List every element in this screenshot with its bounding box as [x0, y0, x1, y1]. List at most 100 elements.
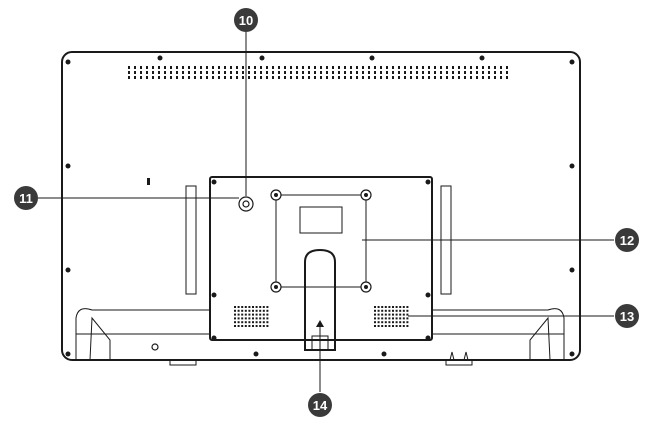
- vent-slot: [362, 71, 364, 74]
- vent-slot: [374, 76, 376, 79]
- vent-slot: [380, 66, 382, 69]
- casing-screw: [369, 55, 375, 61]
- speaker-hole: [395, 317, 398, 320]
- vent-slot: [200, 66, 202, 69]
- speaker-hole: [266, 325, 269, 327]
- vent-slot: [494, 71, 496, 74]
- bottom-base-inner: [89, 316, 551, 361]
- callout-13: 13: [615, 304, 639, 328]
- vent-slot: [350, 71, 352, 74]
- speaker-hole: [237, 325, 240, 327]
- vent-slot: [260, 71, 262, 74]
- vent-slot: [176, 71, 178, 74]
- vent-slot: [272, 71, 274, 74]
- vent-slot: [164, 71, 166, 74]
- vent-slot: [266, 66, 268, 69]
- vent-slot: [422, 71, 424, 74]
- speaker-hole: [248, 306, 251, 308]
- small-slot: [147, 178, 150, 185]
- speaker-hole: [374, 317, 376, 320]
- vent-slot: [146, 76, 148, 79]
- vent-slot: [290, 76, 292, 79]
- vent-slot: [320, 66, 322, 69]
- vent-slot: [290, 71, 292, 74]
- vent-slot: [296, 71, 298, 74]
- vent-slot: [308, 76, 310, 79]
- vent-slot: [506, 71, 508, 74]
- vent-slot: [434, 76, 436, 79]
- speaker-hole: [384, 325, 387, 327]
- vent-slot: [458, 66, 460, 69]
- vent-slot: [242, 66, 244, 69]
- speaker-hole: [406, 309, 409, 312]
- speaker-hole: [402, 325, 405, 327]
- speaker-hole: [406, 325, 409, 327]
- vent-slot: [482, 66, 484, 69]
- vent-slot: [176, 76, 178, 79]
- speaker-hole: [374, 325, 376, 327]
- vent-slot: [506, 76, 508, 79]
- speaker-hole: [255, 325, 258, 327]
- speaker-hole: [266, 313, 269, 316]
- vent-slot: [194, 71, 196, 74]
- vent-slot: [218, 71, 220, 74]
- vent-slot: [266, 71, 268, 74]
- casing-screw: [259, 55, 265, 61]
- vent-slot: [440, 71, 442, 74]
- vent-slot: [152, 66, 154, 69]
- speaker-hole: [241, 325, 244, 327]
- vent-slot: [338, 76, 340, 79]
- vesa-screw-center: [274, 285, 278, 289]
- casing-screw: [569, 351, 575, 357]
- callout-12: 12: [615, 228, 639, 252]
- vent-slot: [236, 66, 238, 69]
- casing-screw: [65, 267, 71, 273]
- plate-screw: [211, 335, 217, 341]
- vent-slot: [302, 66, 304, 69]
- speaker-hole: [266, 306, 269, 308]
- speaker-hole: [381, 306, 384, 308]
- vent-slot: [278, 66, 280, 69]
- vent-slot: [302, 76, 304, 79]
- vent-slot: [242, 76, 244, 79]
- speaker-hole: [252, 313, 254, 316]
- speaker-hole: [248, 317, 251, 320]
- speaker-hole: [395, 321, 398, 324]
- callout-10: 10: [234, 8, 258, 32]
- vent-slot: [398, 76, 400, 79]
- speaker-hole: [402, 309, 405, 312]
- vent-slot: [152, 76, 154, 79]
- speaker-hole: [244, 317, 247, 320]
- vent-slot: [494, 76, 496, 79]
- vent-slot: [290, 66, 292, 69]
- vent-slot: [284, 76, 286, 79]
- stand-neck: [304, 248, 336, 351]
- speaker-hole: [384, 306, 387, 308]
- speaker-hole: [392, 309, 394, 312]
- vent-slot: [488, 71, 490, 74]
- speaker-hole: [266, 321, 269, 324]
- vent-slot: [206, 66, 208, 69]
- vent-slot: [476, 66, 478, 69]
- speaker-hole: [252, 306, 254, 308]
- vent-slot: [296, 66, 298, 69]
- vesa-screws: [270, 189, 372, 293]
- speaker-hole: [237, 309, 240, 312]
- speaker-hole: [388, 321, 391, 324]
- casing-screws: [65, 55, 575, 357]
- casing-screw: [569, 59, 575, 65]
- vent-slot: [326, 66, 328, 69]
- vent-slot: [224, 66, 226, 69]
- vent-slot: [428, 71, 430, 74]
- plate-screw: [211, 292, 217, 298]
- vent-slot: [236, 76, 238, 79]
- plate-screw: [211, 179, 217, 185]
- speaker-hole: [392, 321, 394, 324]
- vent-slot: [302, 71, 304, 74]
- vent-slot: [398, 71, 400, 74]
- vent-slot: [272, 76, 274, 79]
- speaker-hole: [234, 325, 236, 327]
- vent-slot: [188, 76, 190, 79]
- vent-slot: [260, 66, 262, 69]
- speaker-hole: [262, 306, 265, 308]
